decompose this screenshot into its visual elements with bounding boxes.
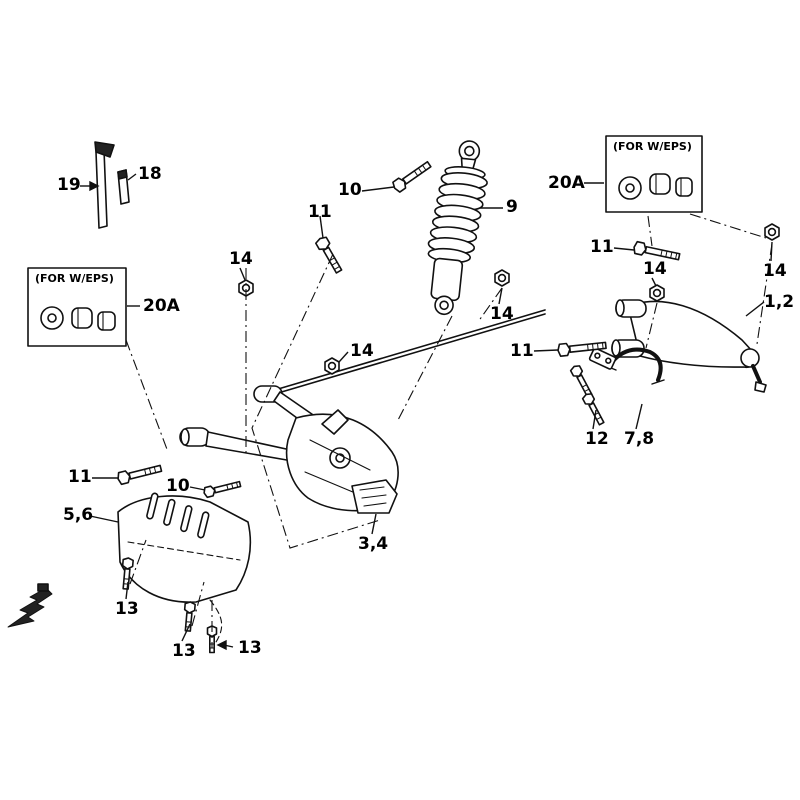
callout-12: 12: [585, 429, 609, 449]
construction-lines: [125, 213, 773, 648]
callout-5-6: 5,6: [63, 505, 94, 525]
bolt-10-top: [392, 160, 432, 193]
callout-20a-left: 20A: [143, 296, 180, 316]
callout-20a-right: 20A: [548, 173, 585, 193]
callout-3-4: 3,4: [358, 534, 389, 554]
callout-11-right: 11: [590, 237, 614, 257]
nut-14-mid: [324, 357, 340, 375]
nut-14-right: [649, 284, 665, 302]
bracket-12: [588, 347, 617, 370]
eps-caption-right: (FOR W/EPS): [613, 140, 692, 153]
bolt-11-right-upper: [633, 240, 681, 261]
callout-11-left: 11: [68, 467, 92, 487]
front-direction-arrow-icon: [7, 583, 53, 628]
callout-13-a: 13: [115, 599, 139, 619]
bolt-11-mid-right: [557, 341, 607, 357]
callout-14-mid: 14: [350, 341, 374, 361]
skid-plate: [117, 492, 252, 643]
callout-13-b: 13: [172, 641, 196, 661]
callout-14-left: 14: [229, 249, 253, 269]
bolt-11-left: [117, 464, 163, 486]
callout-1-2: 1,2: [764, 292, 795, 312]
eps-box-left: [27, 267, 127, 347]
upper-control-arm: [611, 299, 767, 393]
eps-box-right: [605, 135, 703, 213]
leader-lines: [80, 173, 773, 651]
callout-18: 18: [138, 164, 162, 184]
callout-14-far-right: 14: [763, 261, 787, 281]
callout-10-top: 10: [338, 180, 362, 200]
callout-13-c: 13: [238, 638, 262, 658]
callout-9: 9: [506, 197, 518, 217]
nut-14-center: [494, 269, 510, 287]
strap-18: [117, 169, 130, 205]
callout-14-right: 14: [643, 259, 667, 279]
lower-arm-assembly: [179, 385, 399, 514]
callout-14-center: 14: [490, 304, 514, 324]
eps-caption-left: (FOR W/EPS): [35, 272, 114, 285]
bolt-12-a: [569, 365, 593, 398]
callout-19: 19: [57, 175, 81, 195]
callout-10-left: 10: [166, 476, 190, 496]
callout-11-top: 11: [308, 202, 332, 222]
shock-absorber: [427, 140, 488, 316]
bolt-10-left: [203, 480, 242, 499]
callout-11-mid: 11: [510, 341, 534, 361]
nut-14-far-right: [764, 223, 780, 241]
bolt-11-top: [315, 236, 343, 274]
strap-19: [94, 141, 115, 229]
callout-7-8: 7,8: [624, 429, 655, 449]
bolt-13-b: [183, 601, 196, 632]
